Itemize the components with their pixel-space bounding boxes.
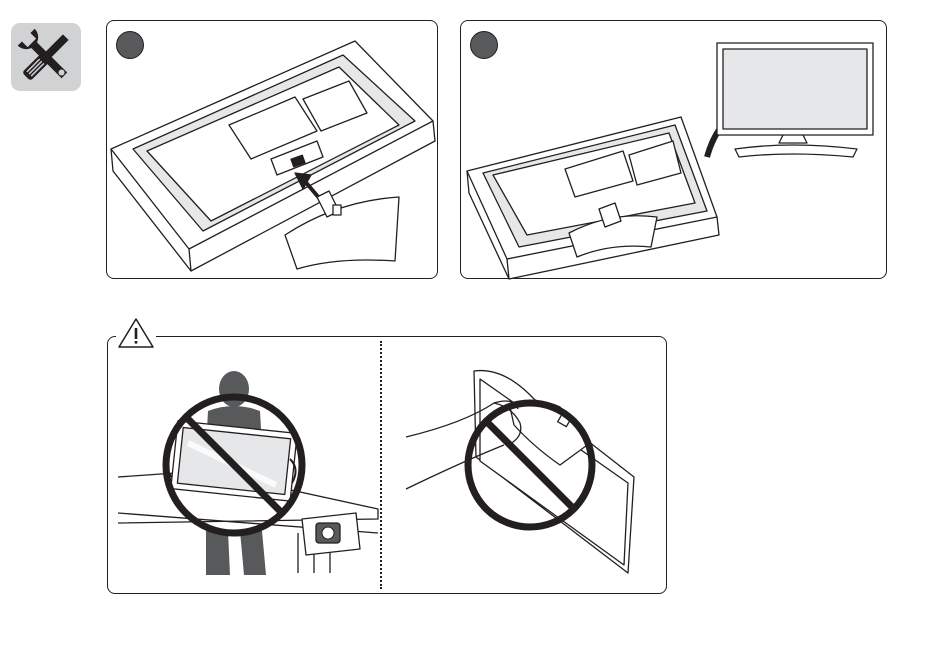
panel-divider bbox=[380, 341, 382, 589]
do-not-hold-by-stand-illustration bbox=[384, 337, 666, 593]
monitor-back-stand-attach-illustration bbox=[107, 21, 439, 280]
step-2-panel bbox=[460, 20, 887, 279]
tools-icon bbox=[11, 23, 81, 91]
step-1-panel bbox=[106, 20, 438, 279]
warning-icon bbox=[116, 316, 156, 350]
caution-panel bbox=[107, 336, 667, 594]
do-not-carry-by-screen-illustration bbox=[108, 337, 380, 593]
monitor-flip-upright-illustration bbox=[461, 21, 888, 280]
